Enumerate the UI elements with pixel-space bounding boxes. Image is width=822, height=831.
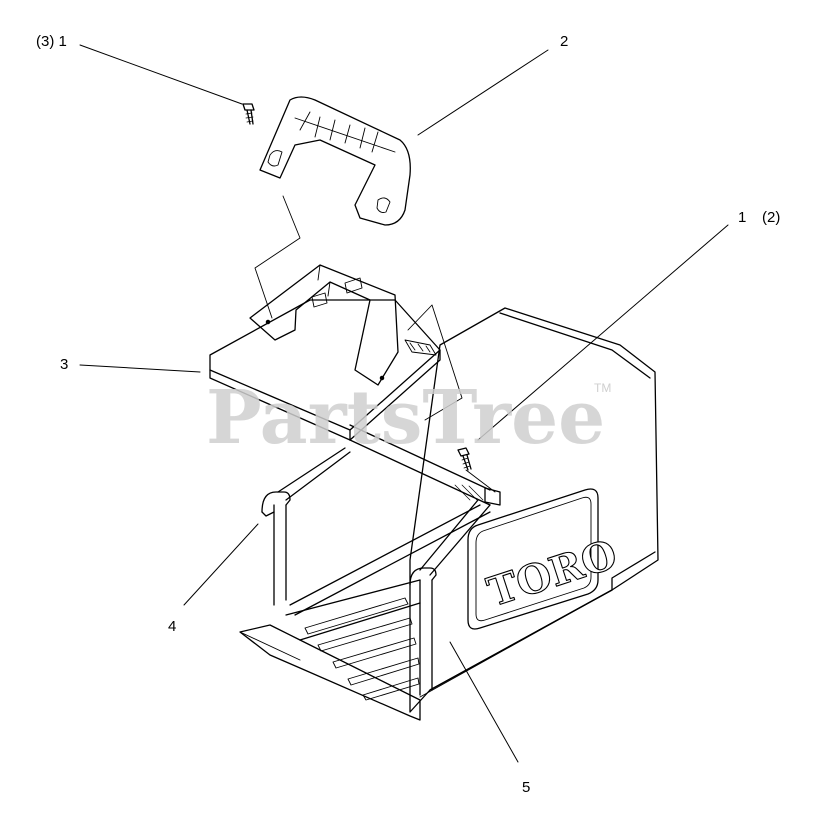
watermark-tm: TM — [594, 381, 611, 395]
bag-top-cover — [209, 264, 441, 441]
leader-2 — [417, 49, 549, 136]
leader-lines — [79, 44, 729, 763]
callout-1-right-qty: (2) — [762, 209, 781, 226]
callout-5: 5 — [522, 779, 531, 796]
callout-1-right: 1 — [738, 209, 747, 226]
leader-1-top — [79, 44, 243, 105]
bag-floor — [239, 579, 421, 721]
assembly-lines — [254, 195, 496, 493]
leader-5 — [449, 641, 519, 763]
screw-top — [242, 103, 255, 125]
leader-1-right — [477, 224, 729, 441]
leader-3 — [79, 364, 201, 373]
callout-1-top: (3) 1 — [36, 33, 67, 50]
toro-logo-plate: TORO — [467, 488, 623, 630]
callout-4: 4 — [168, 618, 177, 635]
screw-right — [457, 447, 472, 471]
callout-3: 3 — [60, 356, 69, 373]
callout-2: 2 — [560, 33, 569, 50]
watermark-text: PartsTree — [206, 375, 605, 461]
watermark: PartsTree TM — [206, 375, 611, 461]
toro-logo-text: TORO — [482, 530, 623, 616]
bag-frame — [261, 424, 501, 696]
handle — [259, 96, 411, 226]
leader-4 — [183, 523, 259, 606]
bag-body — [409, 307, 659, 713]
